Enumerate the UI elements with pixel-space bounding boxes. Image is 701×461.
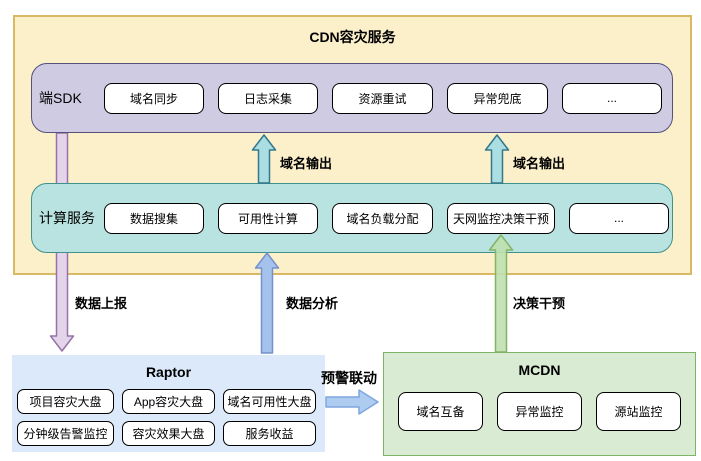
compute-node-domain-load-balance: 域名负载分配: [332, 202, 433, 234]
data-report-label: 数据上报: [75, 296, 128, 311]
raptor-node-domain-availability-dashboard: 域名可用性大盘: [223, 389, 316, 414]
sdk-band-label: 端SDK: [39, 90, 82, 106]
decision-intervention-label: 决策干预: [513, 296, 566, 311]
raptor-panel: Raptor 项目容灾大盘 App容灾大盘 域名可用性大盘 分钟级告警监控 容灾…: [12, 355, 325, 452]
sdk-node-resource-retry: 资源重试: [332, 82, 433, 114]
compute-node-more: ...: [569, 202, 669, 234]
raptor-items-grid: 项目容灾大盘 App容灾大盘 域名可用性大盘 分钟级告警监控 容灾效果大盘 服务…: [17, 389, 320, 446]
sdk-node-exception-fallback: 异常兜底: [447, 82, 548, 114]
compute-node-skynet-monitor-decision: 天网监控决策干预: [447, 202, 555, 234]
compute-node-availability-calc: 可用性计算: [218, 202, 318, 234]
compute-band: 计算服务 数据搜集 可用性计算 域名负载分配 天网监控决策干预 ...: [31, 183, 673, 253]
sdk-node-domain-sync: 域名同步: [104, 82, 204, 114]
data-analysis-label: 数据分析: [286, 296, 339, 311]
warning-linkage-arrow-right: [325, 389, 379, 415]
sdk-items-row: 域名同步 日志采集 资源重试 异常兜底 ...: [104, 82, 662, 114]
raptor-node-service-benefit: 服务收益: [223, 421, 316, 446]
raptor-node-minute-alarm-monitor: 分钟级告警监控: [17, 421, 114, 446]
mcdn-panel: MCDN 域名互备 异常监控 源站监控: [383, 352, 696, 456]
domain-output-arrow-right: [484, 134, 510, 184]
domain-output-label-right: 域名输出: [513, 156, 566, 171]
raptor-title: Raptor: [145, 364, 192, 380]
mcdn-node-origin-monitor: 源站监控: [596, 392, 681, 431]
sdk-node-log-collect: 日志采集: [218, 82, 318, 114]
domain-output-arrow-left: [251, 134, 277, 184]
data-analysis-arrow-up: [254, 252, 280, 354]
raptor-node-project-dashboard: 项目容灾大盘: [17, 389, 114, 414]
mcdn-node-domain-mutual-backup: 域名互备: [398, 392, 483, 431]
compute-node-data-gather: 数据搜集: [104, 202, 204, 234]
raptor-node-app-dashboard: App容灾大盘: [122, 389, 215, 414]
compute-band-label: 计算服务: [39, 210, 95, 226]
sdk-node-more: ...: [562, 82, 662, 114]
mcdn-items-row: 域名互备 异常监控 源站监控: [384, 392, 695, 431]
mcdn-title: MCDN: [518, 362, 561, 378]
diagram-title: CDN容灾服务: [309, 29, 396, 45]
compute-items-row: 数据搜集 可用性计算 域名负载分配 天网监控决策干预 ...: [104, 202, 669, 234]
raptor-node-dr-effect-dashboard: 容灾效果大盘: [122, 421, 215, 446]
mcdn-node-exception-monitor: 异常监控: [497, 392, 582, 431]
warning-linkage-label: 预警联动: [321, 370, 377, 386]
decision-intervention-arrow-up: [488, 234, 514, 353]
domain-output-label-left: 域名输出: [280, 156, 333, 171]
sdk-band: 端SDK 域名同步 日志采集 资源重试 异常兜底 ...: [31, 63, 673, 133]
